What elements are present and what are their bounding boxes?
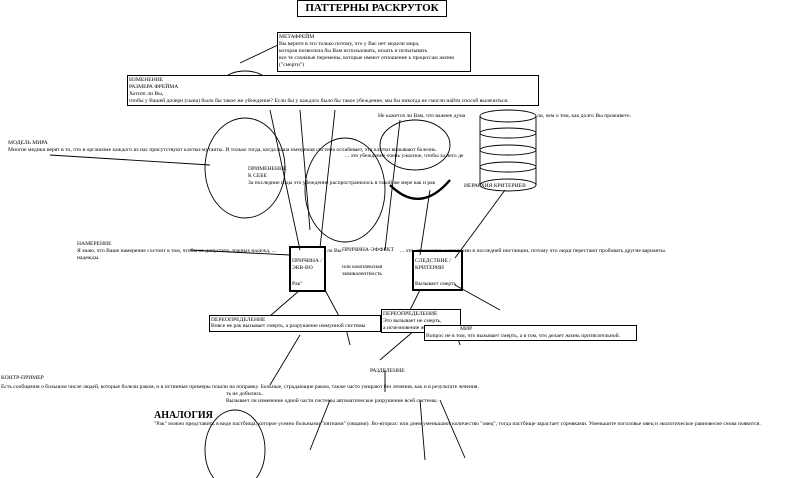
ellipse-hierarchy-left [379, 119, 451, 171]
cause-line-1: ПРИЧИНА / [292, 258, 322, 264]
metaframe-line-4: ("смерти") [279, 62, 304, 68]
metaframe-box: МЕТАФРЕЙМ Вы верите в это только потому,… [277, 32, 471, 72]
redefinition-left-text: Вовсе не рак вызывает смерть, а разрушен… [211, 323, 366, 329]
ellipse-analogy [204, 409, 266, 478]
frame-resize-heading-2: РАЗМЕРА ФРЕЙМА [129, 84, 179, 90]
consequence-line-3: Вызывает смерть [415, 281, 457, 287]
ellipse-model [204, 117, 286, 219]
cylinder-ring-3 [479, 161, 537, 173]
diagram-title: ПАТТЕРНЫ РАСКРУТОК [297, 0, 447, 17]
top-right-text: Не кажется ли Вам, что важнее дума [378, 113, 466, 119]
redefinition-right-line-1: Это вызывает не смерть, [383, 318, 442, 324]
another-world-box: МИР Вопрос не в том, что вызывает смерть… [424, 325, 637, 341]
frame-resize-line-1: Хотите ли Вы, [129, 91, 164, 97]
separation-label: РАЗДЕЛЕНИЕ [370, 368, 405, 374]
metaframe-line-2: которая позволила бы Вам использовать, и… [279, 48, 428, 54]
another-world-text: Вопрос не в том, что вызывает смерть, а … [426, 333, 621, 339]
frame-resize-box: ИЗМЕНЕНИЕ РАЗМЕРА ФРЕЙМА Хотите ли Вы, ч… [127, 75, 539, 106]
ellipse-center [304, 137, 386, 243]
counter-example-heading: КОНТР-ПРИМЕР [1, 375, 44, 381]
redefinition-right-heading: ПЕРЕОПРЕДЕЛЕНИЕ [383, 311, 438, 317]
self-apply-heading-2: К СЕБЕ [248, 173, 267, 179]
redefinition-left-box: ПЕРЕОПРЕДЕЛЕНИЕ Вовсе не рак вызывает см… [209, 315, 381, 332]
cause-line-2: ЭКВ-ВО [292, 265, 313, 271]
consequence-box-frame [412, 250, 463, 291]
redefinition-left-heading: ПЕРЕОПРЕДЕЛЕНИЕ [211, 317, 266, 323]
frame-resize-heading-1: ИЗМЕНЕНИЕ [129, 77, 164, 83]
consequence-line-2: КРИТЕРИИ [415, 265, 444, 271]
intention-text: Я знаю, что Ваше намерение состоит в том… [77, 248, 276, 254]
arc-hierarchy [389, 179, 451, 201]
analogy-heading: АНАЛОГИЯ [154, 410, 213, 421]
intention-heading: НАМЕРЕНИЕ [77, 241, 112, 247]
self-apply-heading-1: ПРИМЕНЕНИЕ [248, 166, 287, 172]
cause-effect-label: ПРИЧИНА-ЭФФЕКТ [342, 247, 394, 253]
consequence-line-1: СЛЕДСТВИЕ / [415, 258, 451, 264]
metaframe-line-1: Вы верите в это только потому, что у Вас… [279, 41, 420, 47]
cause-box-frame [289, 246, 326, 292]
world-model-heading: МОДЕЛЬ МИРА [8, 140, 48, 146]
top-right-text-2: ли, чем о том, как долго Вы проживете. [537, 113, 631, 119]
complex-equivalence-2: эквивалентность [342, 271, 382, 277]
criteria-hierarchy-label: ИЕРАРХИЯ КРИТЕРИЕВ [464, 183, 526, 189]
self-apply-text: За последние годы это убеждение распрост… [248, 180, 436, 186]
world-model-text: Многие медики верят в то, что в организм… [8, 147, 437, 153]
counter-example-text: Есть сообщения о большом числе людей, ко… [1, 384, 479, 390]
metaframe-line-3: все те сложные перемены, которые имеют о… [279, 55, 455, 61]
frame-resize-line-2: чтобы у Вашей дочери (сына) было бы тако… [129, 98, 509, 104]
cause-effect-text: ... это, становится истинными в последне… [400, 248, 667, 254]
metaframe-heading: МЕТАФРЕЙМ [279, 34, 315, 40]
counter-example-line-3: Вызывает ли изменение одной части систем… [226, 398, 439, 404]
cause-effect-fragment: ло Вы [327, 248, 342, 254]
another-world-heading: МИР [460, 326, 473, 332]
cylinder-ring-1 [479, 127, 537, 139]
cylinder-ring-2 [479, 144, 537, 156]
redefinition-right-line-2: а исчезновение жажды жизни. [383, 325, 456, 331]
analogy-text: "Рак" можно представить в виде пастбища,… [154, 421, 761, 427]
belief-fragment: ... это убеждение очень ужасное, чтобы з… [345, 153, 464, 159]
cylinder-top [479, 109, 537, 123]
cause-line-3: Рак" [292, 281, 303, 287]
complex-equivalence-1: или комплексная [342, 264, 383, 270]
intention-text-tail: надежды. [77, 255, 100, 261]
counter-example-line-2: ть не добились. [226, 391, 263, 397]
